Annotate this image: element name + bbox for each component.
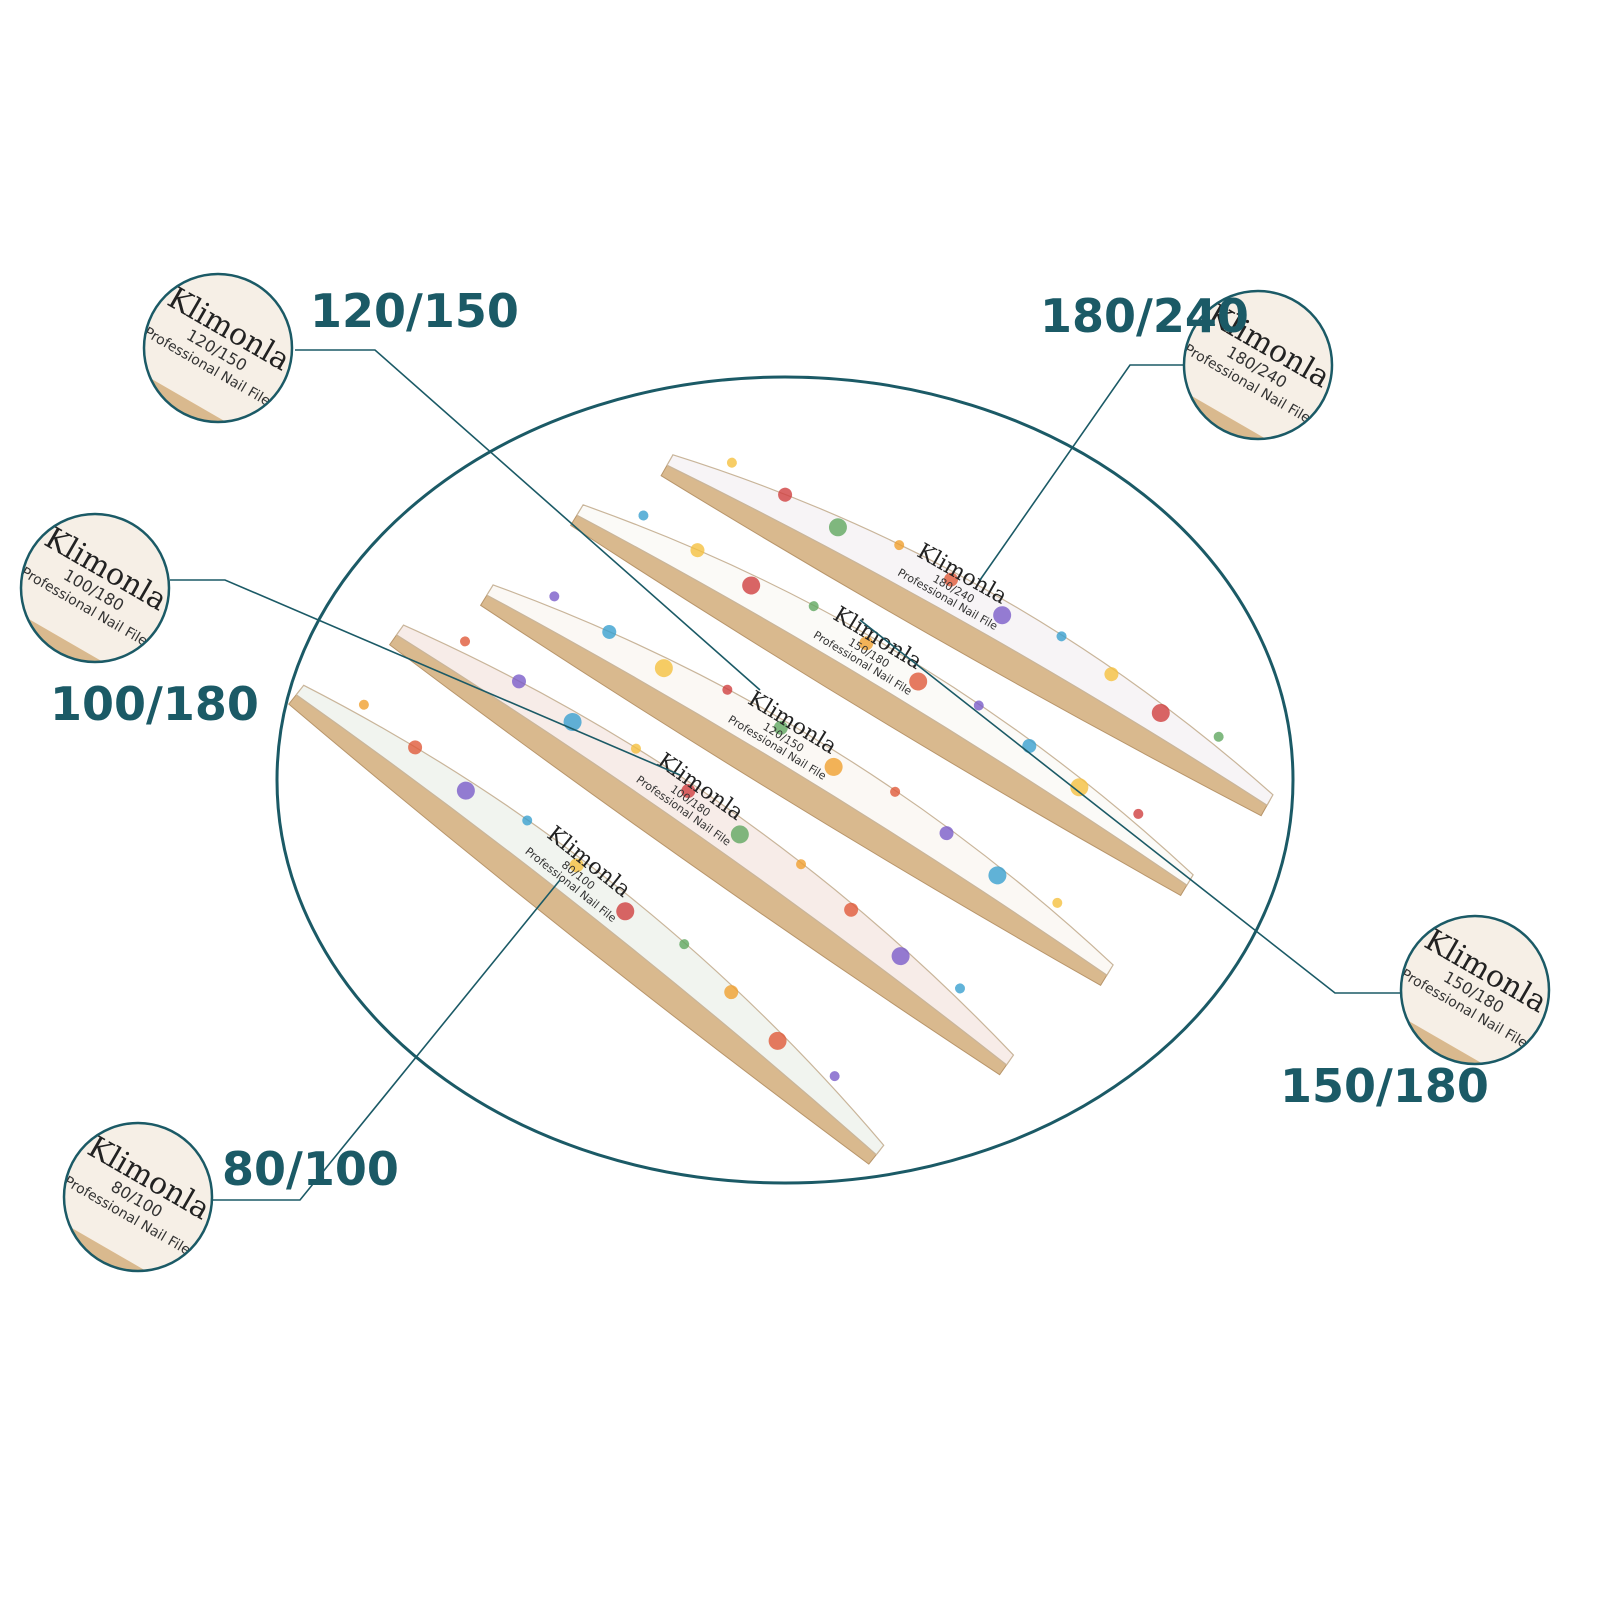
nail-file-face	[486, 584, 1114, 976]
decor-dot	[1213, 731, 1224, 742]
leader-line	[979, 364, 1185, 581]
decor-dot	[988, 866, 1007, 885]
nail-file-face	[295, 684, 885, 1156]
decor-dot	[944, 572, 959, 587]
decor-dot	[681, 783, 696, 798]
main-ellipse-frame	[275, 375, 1295, 1185]
decor-dot	[408, 740, 423, 755]
decor-dot	[654, 659, 673, 678]
nail-file-face	[395, 624, 1015, 1066]
decor-dot	[1070, 778, 1089, 797]
decor-dot	[773, 720, 788, 735]
leader-line	[170, 579, 681, 776]
decor-dot	[690, 543, 705, 558]
decor-dot	[1056, 631, 1067, 642]
decor-dot	[522, 815, 533, 826]
decor-dot	[796, 859, 807, 870]
decor-dot	[616, 902, 635, 921]
decor-dot	[973, 700, 984, 711]
decor-dot	[730, 825, 749, 844]
leader-line	[213, 879, 561, 1201]
grade-label: 120/150	[310, 284, 519, 338]
nail-file-face	[576, 504, 1194, 886]
decor-dot	[894, 540, 905, 551]
decor-dot	[824, 757, 843, 776]
decor-dot	[859, 636, 874, 651]
decor-dot	[742, 576, 761, 595]
leader-line	[295, 349, 761, 691]
decor-dot	[808, 601, 819, 612]
decor-dot	[1104, 667, 1119, 682]
decor-dot	[939, 826, 954, 841]
decor-dot	[679, 939, 690, 950]
decor-dot	[829, 1071, 840, 1082]
decor-dot	[890, 786, 901, 797]
decor-dot	[909, 672, 928, 691]
decor-dot	[1133, 808, 1144, 819]
grade-label: 80/100	[222, 1142, 399, 1196]
decor-dot	[891, 947, 910, 966]
decor-dot	[511, 674, 526, 689]
decor-dot	[955, 983, 966, 994]
decor-dot	[460, 636, 471, 647]
decor-dot	[722, 684, 733, 695]
decor-dot	[569, 858, 584, 873]
grade-label: 100/180	[50, 677, 259, 731]
leader-line	[859, 619, 1400, 994]
decor-dot	[456, 781, 475, 800]
decor-dot	[778, 487, 793, 502]
decor-dot	[993, 606, 1012, 625]
decor-dot	[724, 985, 739, 1000]
nail-file-face	[666, 454, 1274, 807]
decor-dot	[549, 591, 560, 602]
decor-dot	[638, 510, 649, 521]
decor-dot	[844, 902, 859, 917]
grade-label: 180/240	[1040, 289, 1249, 343]
decor-dot	[630, 743, 641, 754]
decor-dot	[726, 457, 737, 468]
decor-dot	[768, 1031, 787, 1050]
decor-dot	[1151, 703, 1170, 722]
decor-dot	[602, 624, 617, 639]
decor-dot	[828, 518, 847, 537]
grade-label: 150/180	[1280, 1059, 1489, 1113]
decor-dot	[358, 699, 369, 710]
decor-dot	[1052, 897, 1063, 908]
